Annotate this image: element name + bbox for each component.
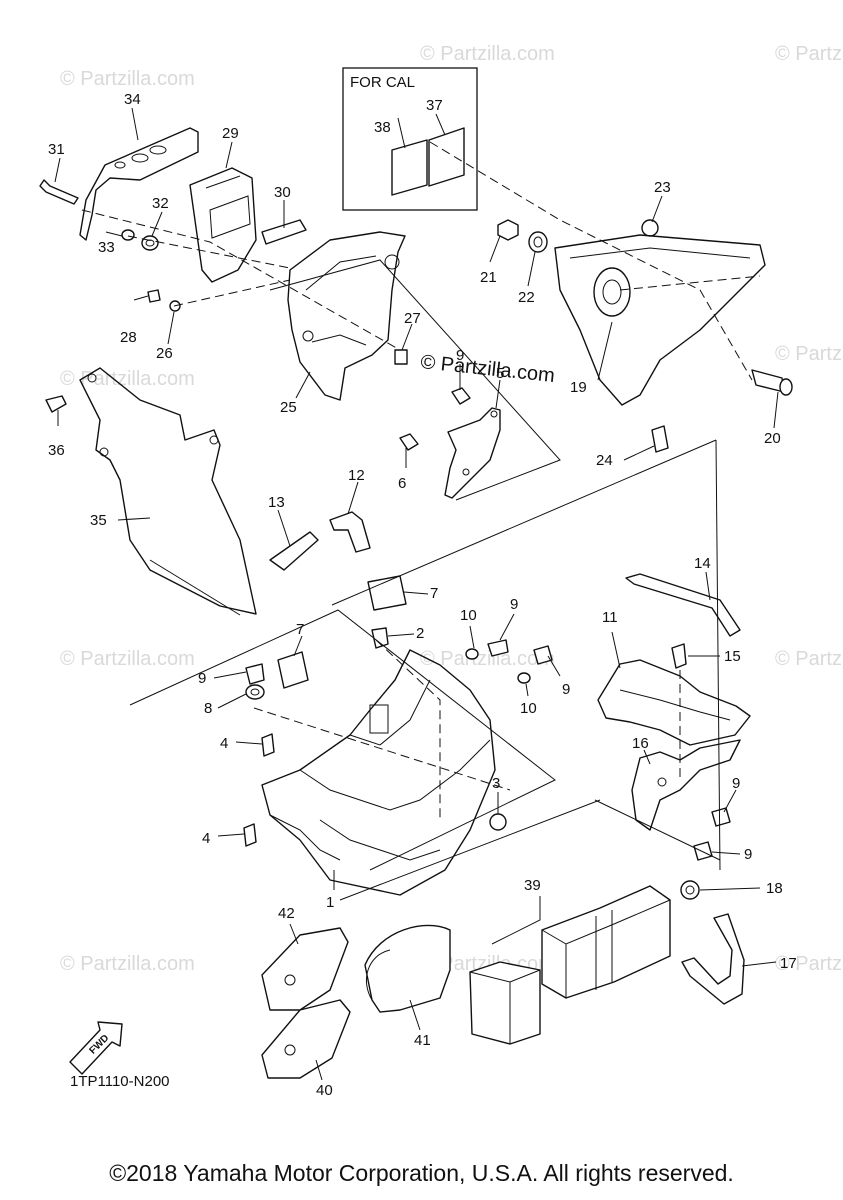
callout: 5 — [496, 365, 504, 382]
part-17-strap — [681, 913, 745, 1005]
callout: 35 — [90, 512, 107, 529]
callout: 9 — [510, 596, 518, 613]
callout: 22 — [518, 289, 535, 306]
callout: 9 — [198, 670, 206, 687]
part-11-tray — [597, 659, 751, 746]
fasteners — [243, 627, 731, 861]
callout: 7 — [296, 621, 304, 638]
callout: 24 — [596, 452, 613, 469]
callout-labels: 34 31 32 33 29 30 28 26 38 37 21 22 23 2… — [48, 91, 797, 1099]
callout: 41 — [414, 1032, 431, 1049]
callout: 42 — [278, 905, 295, 922]
callout: 36 — [48, 442, 65, 459]
callout: 9 — [732, 775, 740, 792]
callout: 2 — [416, 625, 424, 642]
callout: 23 — [654, 179, 671, 196]
copyright-notice: ©2018 Yamaha Motor Corporation, U.S.A. A… — [109, 1160, 734, 1186]
callout: 9 — [562, 681, 570, 698]
callout: 39 — [524, 877, 541, 894]
watermark: © Partzilla.com — [60, 68, 195, 90]
watermark: © Partzilla.com — [60, 648, 195, 670]
callout: 6 — [398, 475, 406, 492]
callout: 19 — [570, 379, 587, 396]
callout: 21 — [480, 269, 497, 286]
callout: 9 — [744, 846, 752, 863]
bolt-28-washer-26 — [147, 289, 181, 312]
callout: 28 — [120, 329, 137, 346]
part-18-grommet — [680, 880, 700, 900]
callout: 33 — [98, 239, 115, 256]
callout: 14 — [694, 555, 711, 572]
covers-40-41-42 — [261, 924, 451, 1079]
watermark: © Partzilla.com — [775, 648, 843, 670]
part-34-bracket — [79, 127, 199, 241]
for-cal-label: FOR CAL — [350, 74, 415, 91]
watermark: © Partzilla.com — [775, 43, 843, 65]
callout: 13 — [268, 494, 285, 511]
part-1-battery-box — [261, 649, 496, 896]
callout: 1 — [326, 894, 334, 911]
callout: 3 — [492, 775, 500, 792]
callout: 30 — [274, 184, 291, 201]
part-29-cover — [189, 167, 257, 283]
callout: 17 — [780, 955, 797, 972]
diagram-code: 1TP1110-N200 — [70, 1073, 170, 1090]
callout: 11 — [602, 609, 618, 626]
bracket-5-bolt-6 — [399, 387, 501, 499]
callout: 15 — [724, 648, 741, 665]
callout: 26 — [156, 345, 173, 362]
part-14-strap — [625, 573, 741, 637]
part-20-lock — [751, 369, 793, 396]
callout: 10 — [460, 607, 477, 624]
callout: 10 — [520, 700, 537, 717]
watermark: © Partzilla.com — [775, 953, 843, 975]
watermark: © Partzilla.com — [420, 43, 555, 65]
part-27-clip — [394, 349, 408, 365]
callout: 40 — [316, 1082, 333, 1099]
part-30-pad — [261, 219, 307, 245]
grommets-32-33 — [121, 229, 159, 251]
watermark: © Partzilla.com — [775, 343, 843, 365]
callout: 38 — [374, 119, 391, 136]
center-watermark: © Partzilla.com — [419, 351, 555, 387]
callout: 34 — [124, 91, 141, 108]
watermark: © Partzilla.com — [60, 953, 195, 975]
callout: 9 — [456, 347, 464, 364]
callout: 12 — [348, 467, 365, 484]
callout: 20 — [764, 430, 781, 447]
callout: 31 — [48, 141, 65, 158]
callout: 37 — [426, 97, 443, 114]
callout: 4 — [220, 735, 228, 752]
callout: 29 — [222, 125, 239, 142]
straps-12-13 — [269, 511, 371, 571]
callout: 18 — [766, 880, 783, 897]
callout: 32 — [152, 195, 169, 212]
leader-lines — [54, 107, 779, 1081]
callout: 25 — [280, 399, 297, 416]
for-cal-box: FOR CAL — [342, 67, 478, 211]
part-31-bolt — [39, 179, 79, 205]
fwd-arrow-icon: FWD — [69, 1021, 123, 1075]
part-24-clip — [651, 425, 669, 453]
callout: 4 — [202, 830, 210, 847]
callout: 8 — [204, 700, 212, 717]
part-35-sheet — [79, 367, 257, 615]
dashed-lines — [81, 141, 761, 820]
callout: 7 — [430, 585, 438, 602]
pads-7 — [277, 575, 407, 689]
part-36-pin — [45, 395, 67, 413]
part-25-bracket — [287, 231, 406, 401]
callout: 27 — [404, 310, 421, 327]
part-39-battery — [469, 885, 671, 1045]
part-19-side-cover — [554, 234, 766, 406]
watermark: © Partzilla.com — [420, 648, 555, 670]
frame-lines — [129, 259, 721, 901]
nut-21-grommet-22-23 — [497, 219, 659, 253]
watermark: © Partzilla.com — [60, 368, 195, 390]
callout: 16 — [632, 735, 649, 752]
watermarks: © Partzilla.com © Partzilla.com © Partzi… — [60, 43, 843, 975]
